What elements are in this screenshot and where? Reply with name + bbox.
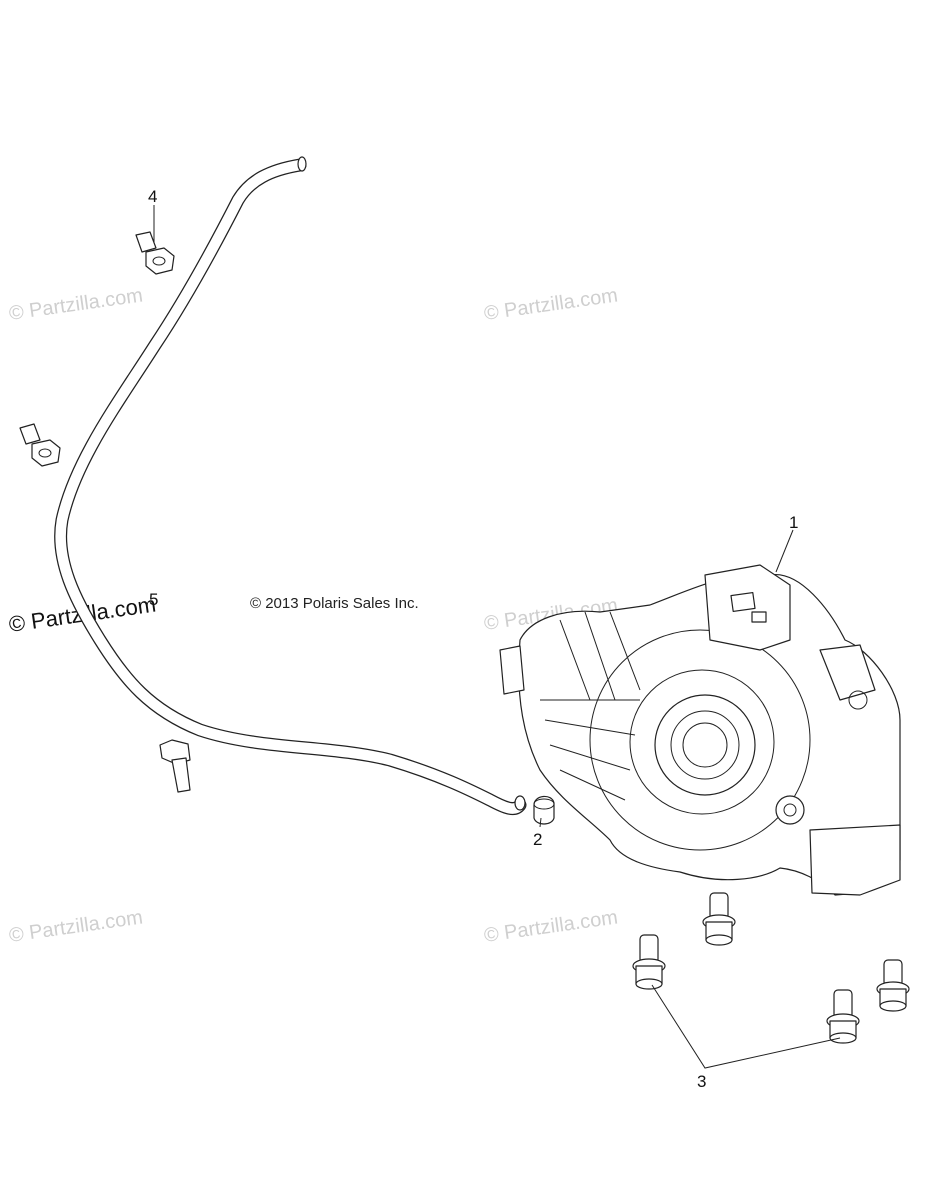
watermark-2: © Partzilla.com	[483, 284, 620, 325]
hose-clip-2	[19, 423, 61, 467]
hose-cap	[533, 795, 555, 825]
watermark-5: © Partzilla.com	[483, 906, 620, 947]
hose-clip-1	[135, 231, 175, 275]
callout-3: 3	[697, 1072, 706, 1091]
front-gearcase	[499, 564, 901, 896]
flange-bolt-4	[826, 989, 860, 1044]
watermark-1: © Partzilla.com	[8, 284, 145, 325]
callout-5: 5	[149, 590, 158, 609]
copyright-text: © 2013 Polaris Sales Inc.	[250, 595, 419, 612]
leader-lines	[153, 205, 841, 1069]
flange-bolt-3	[876, 959, 910, 1012]
callout-4: 4	[148, 187, 157, 206]
callout-1: 1	[789, 513, 798, 532]
flange-bolt-1	[702, 892, 736, 946]
flange-bolt-2	[632, 934, 666, 990]
watermarks: © Partzilla.com © Partzilla.com © Partzi…	[7, 284, 619, 947]
hose-clip-3	[159, 739, 191, 793]
watermark-4: © Partzilla.com	[8, 906, 145, 947]
callout-2: 2	[533, 830, 542, 849]
breather-hose	[54, 156, 527, 816]
